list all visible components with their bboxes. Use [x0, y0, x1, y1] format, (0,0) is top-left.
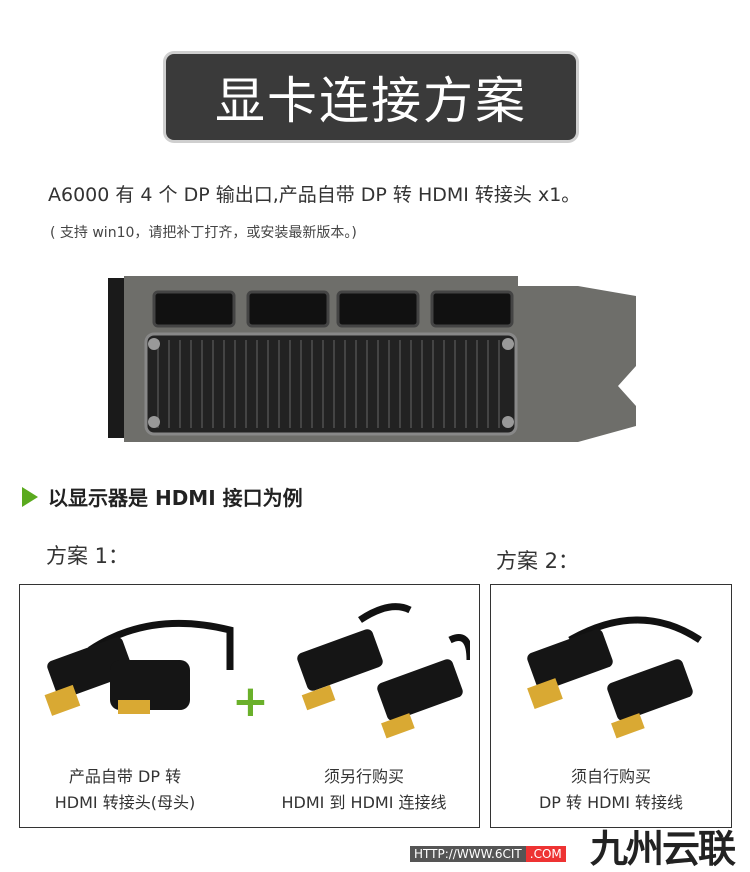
intro-note: ( 支持 win10，请把补丁打齐，或安装最新版本。) [50, 225, 357, 241]
plan2-box [490, 584, 732, 828]
watermark-url: HTTP://WWW.6CIT.COM [410, 846, 566, 862]
intro-text: A6000 有 4 个 DP 输出口,产品自带 DP 转 HDMI 转接头 x1… [48, 184, 581, 206]
plan1-cables-image [44, 603, 470, 739]
watermark-brand: 九州云联 [590, 827, 736, 871]
plan2-label: 方案 2： [496, 549, 580, 573]
triangle-icon [22, 486, 38, 507]
gpu-bracket-image [108, 276, 636, 442]
section-heading-text: 以显示器是 HDMI 接口为例 [48, 486, 303, 510]
plan1-box [19, 584, 480, 828]
page-title: 显卡连接方案 [166, 54, 576, 140]
plan1-label: 方案 1： [46, 544, 130, 568]
section-heading: 以显示器是 HDMI 接口为例 [22, 482, 303, 511]
plus-icon: + [232, 676, 269, 727]
plan2-cable-image [527, 616, 702, 739]
